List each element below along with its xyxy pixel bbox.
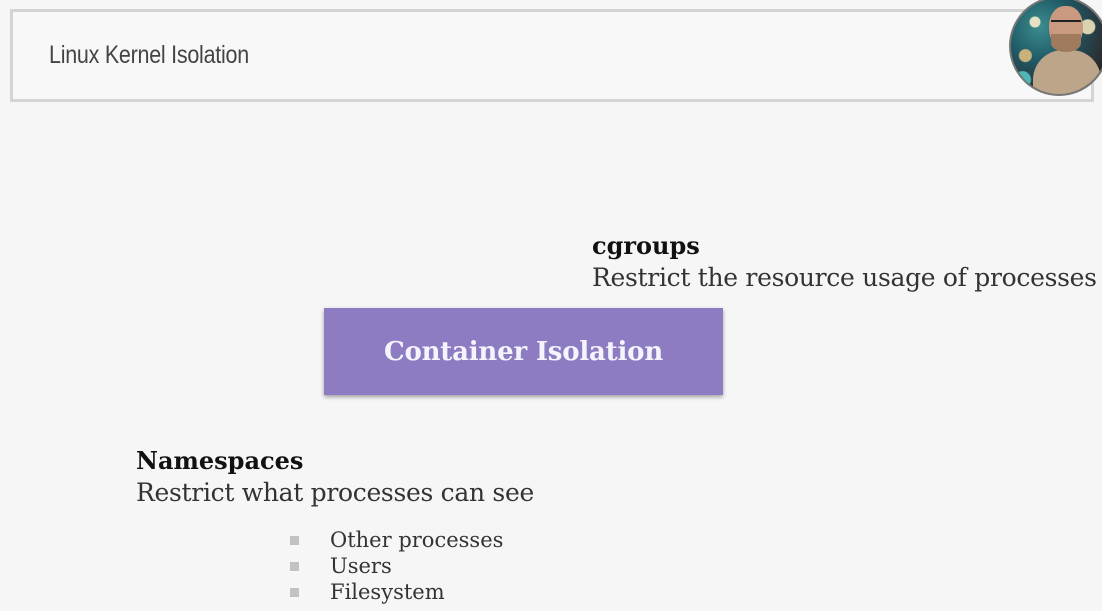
slide-title: Linux Kernel Isolation bbox=[49, 41, 249, 69]
container-isolation-box: Container Isolation bbox=[324, 308, 723, 395]
square-bullet-icon bbox=[290, 561, 299, 571]
square-bullet-icon bbox=[290, 535, 299, 545]
list-item: Other processes bbox=[290, 527, 503, 553]
list-item-label: Other processes bbox=[330, 528, 504, 552]
slide-title-bar: Linux Kernel Isolation bbox=[10, 9, 1094, 102]
namespaces-list: Other processes Users Filesystem bbox=[290, 527, 503, 605]
presenter-webcam bbox=[1009, 0, 1102, 96]
container-isolation-label: Container Isolation bbox=[383, 336, 664, 367]
square-bullet-icon bbox=[290, 587, 299, 597]
namespaces-description: Restrict what processes can see bbox=[136, 478, 534, 507]
presenter-torso bbox=[1033, 50, 1101, 94]
cgroups-heading: cgroups bbox=[592, 231, 700, 260]
namespaces-heading: Namespaces bbox=[136, 446, 304, 475]
list-item-label: Users bbox=[330, 554, 392, 578]
presenter-glasses bbox=[1051, 20, 1081, 28]
list-item-label: Filesystem bbox=[330, 580, 445, 604]
list-item: Users bbox=[290, 553, 503, 579]
cgroups-description: Restrict the resource usage of processes bbox=[592, 263, 1097, 292]
presenter-beard bbox=[1051, 34, 1081, 52]
list-item: Filesystem bbox=[290, 579, 503, 605]
